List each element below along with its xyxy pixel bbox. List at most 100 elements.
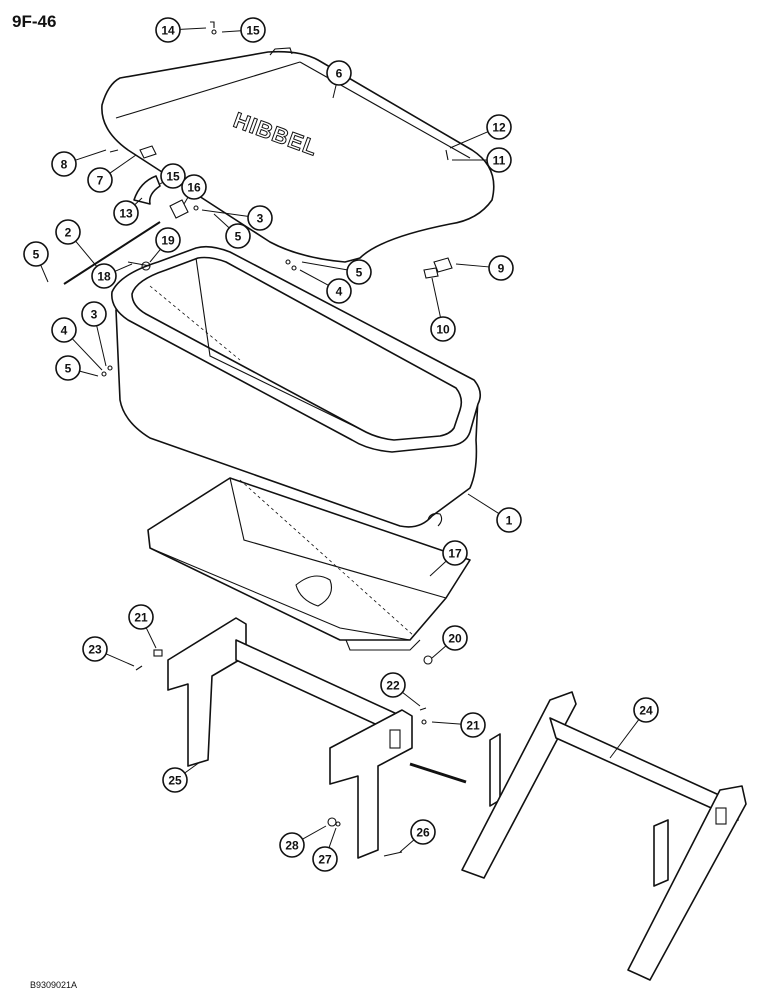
callout-5: 5 <box>213 213 251 249</box>
callout-7: 7 <box>87 154 137 193</box>
callout-number: 16 <box>187 181 201 195</box>
leader-line <box>96 325 107 367</box>
callout-circle <box>486 147 512 173</box>
leader-line <box>221 30 242 33</box>
leader-line <box>184 761 201 774</box>
callout-26: 26 <box>399 819 436 853</box>
callout-number: 11 <box>493 154 506 168</box>
callout-circle <box>279 832 305 858</box>
page-code: 9F-46 <box>12 12 57 31</box>
callout-number: 26 <box>416 826 430 840</box>
callout-1: 1 <box>467 493 522 533</box>
callout-6: 6 <box>326 60 352 99</box>
callout-number: 21 <box>466 719 480 733</box>
callout-25: 25 <box>162 761 201 793</box>
callout-number: 25 <box>168 774 182 788</box>
callout-number: 6 <box>336 67 343 81</box>
callout-circle <box>460 712 486 738</box>
callout-circle <box>380 672 406 698</box>
leader-line <box>399 839 415 853</box>
bracket-frame-part <box>167 617 467 859</box>
callout-circle <box>23 241 49 267</box>
callout-number: 4 <box>336 285 343 299</box>
leader-line <box>71 338 103 371</box>
callout-28: 28 <box>279 825 327 858</box>
leader-line <box>431 277 441 318</box>
callout-circle <box>55 355 81 381</box>
callout-number: 13 <box>119 207 133 221</box>
callout-8: 8 <box>51 149 107 177</box>
callout-circle <box>81 301 107 327</box>
callout-circle <box>155 227 181 253</box>
leader-line <box>431 721 462 725</box>
callout-circle <box>486 114 512 140</box>
callout-19: 19 <box>149 227 181 263</box>
callout-23: 23 <box>82 636 135 667</box>
callout-3: 3 <box>201 205 273 231</box>
callout-number: 23 <box>88 643 102 657</box>
callout-11: 11 <box>452 147 512 173</box>
leader-line <box>299 269 329 286</box>
callout-22: 22 <box>380 672 421 707</box>
callout-number: 12 <box>492 121 506 135</box>
leader-line <box>40 264 49 283</box>
callout-circle <box>162 767 188 793</box>
callout-number: 5 <box>356 266 363 280</box>
callout-15: 15 <box>221 17 266 43</box>
leader-line <box>449 131 489 149</box>
leader-line <box>609 719 640 759</box>
callout-number: 5 <box>33 248 40 262</box>
mounting-frame-part <box>461 691 747 981</box>
bottom-deflector-part <box>147 477 471 651</box>
callout-circle <box>113 200 139 226</box>
callout-number: 9 <box>498 262 505 276</box>
callout-number: 2 <box>65 226 72 240</box>
callout-5: 5 <box>301 259 372 285</box>
leader-line <box>431 645 447 659</box>
callout-circle <box>496 507 522 533</box>
callout-number: 15 <box>166 170 180 184</box>
figure-code: B9309021A <box>30 980 78 990</box>
callout-4: 4 <box>51 317 103 371</box>
leader-line <box>179 27 207 30</box>
callout-circle <box>51 317 77 343</box>
callout-14: 14 <box>155 17 207 43</box>
callout-number: 15 <box>246 24 260 38</box>
callout-circle <box>326 278 352 304</box>
callout-circle <box>346 259 372 285</box>
callout-number: 5 <box>65 362 72 376</box>
callout-circle <box>225 223 251 249</box>
callout-number: 27 <box>318 853 332 867</box>
callout-number: 1 <box>506 514 513 528</box>
leader-line <box>75 240 99 269</box>
callout-number: 4 <box>61 324 68 338</box>
callout-number: 20 <box>448 632 462 646</box>
leader-line <box>429 560 447 577</box>
callout-3: 3 <box>81 301 107 367</box>
callout-9: 9 <box>455 255 514 281</box>
leader-line <box>183 197 189 205</box>
callout-number: 21 <box>134 611 148 625</box>
callout-2: 2 <box>55 219 99 269</box>
callout-5: 5 <box>55 355 99 381</box>
leader-line <box>145 627 157 649</box>
hopper-box-part <box>111 245 482 528</box>
callout-15: 15 <box>159 163 186 189</box>
callout-circle <box>128 604 154 630</box>
callout-27: 27 <box>312 827 338 872</box>
callout-circle <box>247 205 273 231</box>
leader-line <box>301 261 348 271</box>
callout-21: 21 <box>128 604 157 649</box>
callout-circle <box>240 17 266 43</box>
callout-17: 17 <box>429 540 468 577</box>
leader-line <box>328 827 337 848</box>
callout-number: 18 <box>97 270 111 284</box>
leader-line <box>114 263 133 272</box>
callout-number: 28 <box>285 839 299 853</box>
callout-circle <box>410 819 436 845</box>
leader-line <box>105 653 135 667</box>
callout-circle <box>430 316 456 342</box>
callout-number: 3 <box>257 212 264 226</box>
